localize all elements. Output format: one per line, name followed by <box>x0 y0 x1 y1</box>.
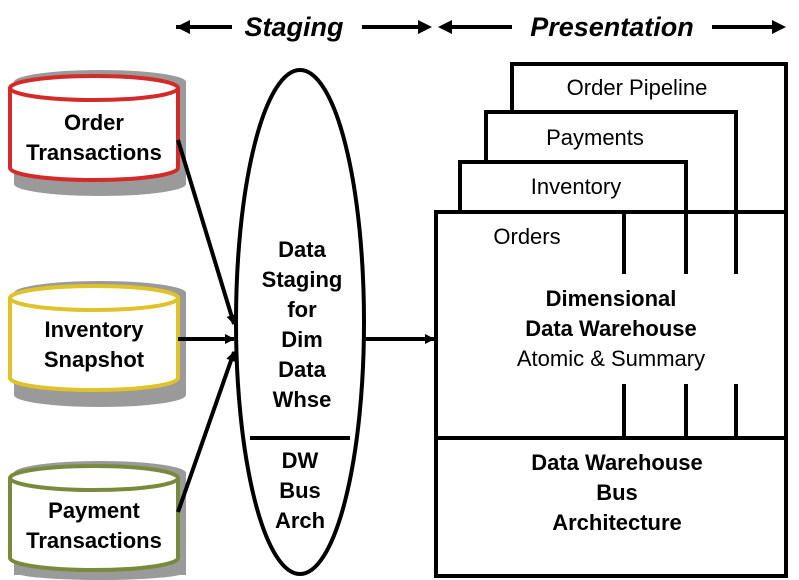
staging-area: Data Staging for Dim Data Whse DW Bus Ar… <box>234 68 366 576</box>
cylinder-body <box>8 298 180 392</box>
tab-payments-label: Payments <box>546 125 644 150</box>
bus-line-2: Architecture <box>552 510 682 535</box>
staging-line-4: Data <box>278 357 326 382</box>
source-inventory-snapshot: Inventory Snapshot <box>8 281 186 407</box>
staging-bus-line-2: Arch <box>275 508 325 533</box>
source-line2: Transactions <box>26 528 162 553</box>
cylinder-top <box>8 74 180 102</box>
source-payment-transactions: Payment Transactions <box>8 461 186 580</box>
warehouse-title-1: Dimensional <box>546 286 677 311</box>
staging-ellipse <box>234 68 366 576</box>
bus-line-1: Bus <box>596 480 638 505</box>
warehouse-subtitle: Atomic & Summary <box>517 346 705 371</box>
staging-bus-line-1: Bus <box>279 478 321 503</box>
tab-order-pipeline-label: Order Pipeline <box>567 75 708 100</box>
tab-order-pipeline <box>510 62 788 438</box>
staging-line-1: Staging <box>262 267 343 292</box>
source-line2: Transactions <box>26 140 162 165</box>
source-line1: Order <box>64 110 124 135</box>
presentation-header-label: Presentation <box>530 12 694 42</box>
cylinder-body <box>8 88 180 182</box>
staging-line-0: Data <box>278 237 326 262</box>
arrow-payment-to-staging <box>176 351 236 513</box>
arrow-order-to-staging <box>176 139 237 325</box>
tab-payments <box>484 110 738 274</box>
tab-inventory-label: Inventory <box>531 174 622 199</box>
tab-inventory <box>458 160 688 274</box>
presentation-area: Order Pipeline Payments Inventory Orders… <box>434 62 788 578</box>
staging-line-5: Whse <box>273 387 332 412</box>
staging-bus-line-0: DW <box>282 448 319 473</box>
staging-line-2: for <box>287 297 317 322</box>
source-line1: Inventory <box>44 317 144 342</box>
warehouse-box <box>434 210 788 578</box>
warehouse-title-2: Data Warehouse <box>525 316 697 341</box>
source-order-transactions: Order Transactions <box>8 70 186 196</box>
bus-line-0: Data Warehouse <box>531 450 703 475</box>
staging-header-label: Staging <box>245 12 345 42</box>
tab-orders-label: Orders <box>493 224 560 249</box>
cylinder-body <box>8 478 180 572</box>
staging-line-3: Dim <box>281 327 323 352</box>
presentation-header: Presentation <box>438 12 786 42</box>
cylinder-top <box>8 284 180 312</box>
staging-header: Staging <box>176 12 432 42</box>
cylinder-top <box>8 464 180 492</box>
source-line1: Payment <box>48 498 140 523</box>
source-line2: Snapshot <box>44 347 145 372</box>
